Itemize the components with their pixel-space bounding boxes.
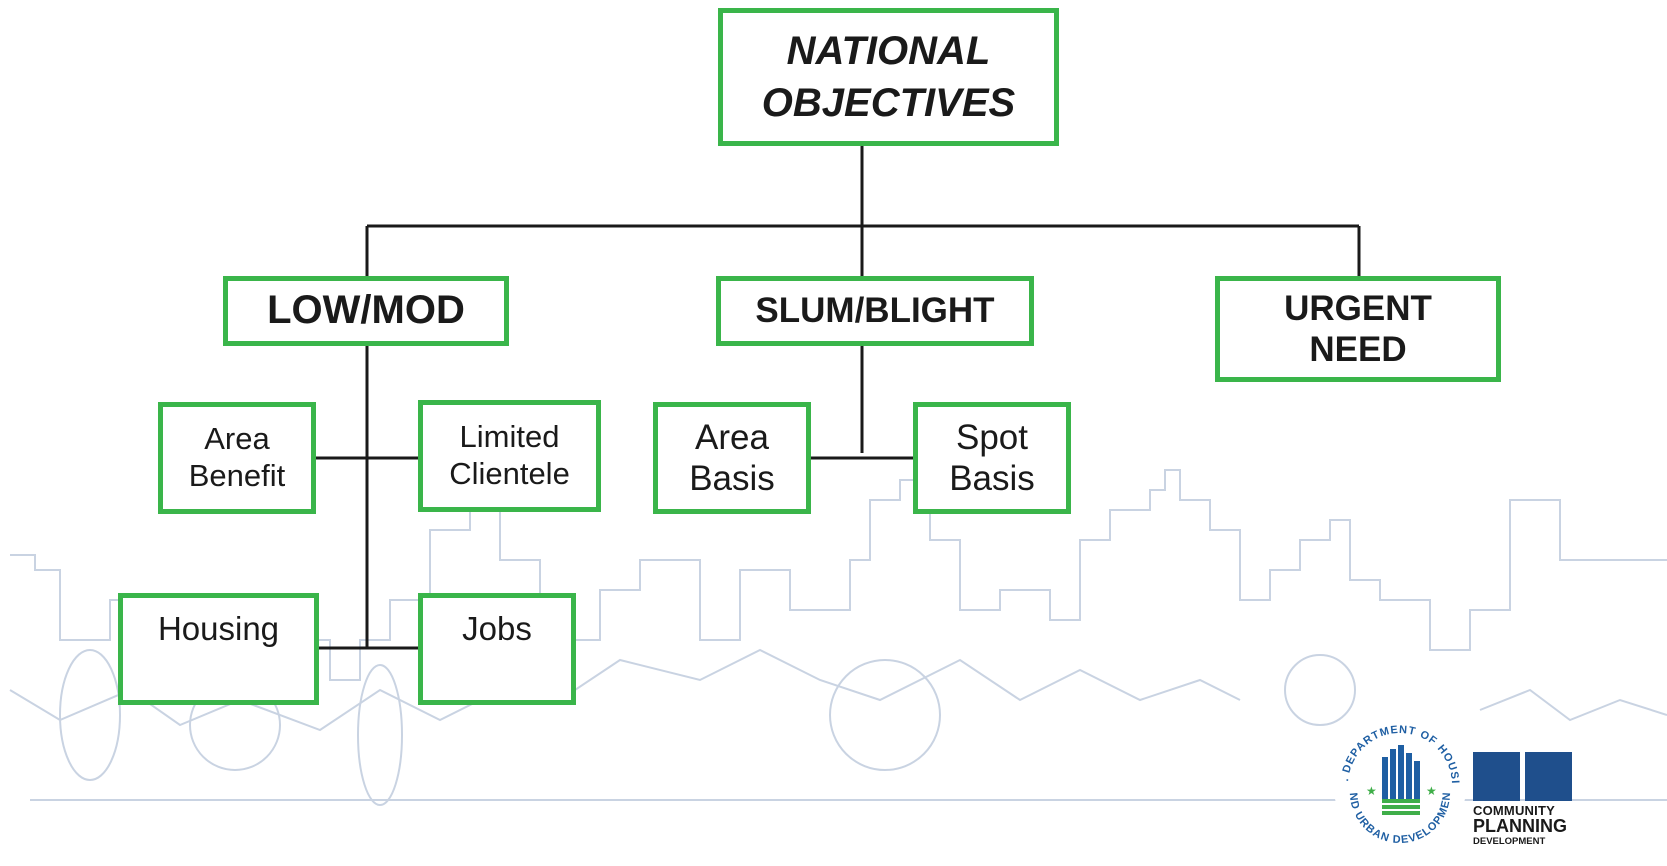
- national-objectives-line-2: OBJECTIVES: [761, 81, 1016, 125]
- hud-seal-logo: U.S. DEPARTMENT OF HOUSING AND URBAN DEV…: [1330, 715, 1467, 852]
- urgent-need-line-2: NEED: [1309, 330, 1407, 369]
- cpd-logo-squares: [1473, 752, 1583, 801]
- limited-clientele-line-2: Clientele: [449, 456, 570, 491]
- housing-box: Housing: [118, 593, 319, 705]
- cpd-logo-line-1: COMMUNITY: [1473, 803, 1555, 818]
- urgent-need-box: URGENT NEED: [1215, 276, 1501, 382]
- cpd-logo-text: COMMUNITY PLANNING DEVELOPMENT: [1473, 804, 1583, 847]
- cpd-logo-line-4: DEVELOPMENT: [1473, 836, 1546, 847]
- low-mod-label: LOW/MOD: [267, 288, 465, 333]
- national-objectives-line-1: NATIONAL: [786, 29, 991, 73]
- cpd-logo-square-left: [1473, 752, 1520, 801]
- svg-text:★: ★: [1366, 784, 1377, 798]
- area-benefit-line-2: Benefit: [188, 458, 286, 493]
- jobs-box: Jobs: [418, 593, 576, 705]
- urgent-need-line-1: URGENT: [1284, 288, 1432, 328]
- area-benefit-line-1: Area: [204, 421, 270, 457]
- cpd-logo-line-2: PLANNING: [1473, 816, 1567, 836]
- limited-clientele-box: Limited Clientele: [418, 400, 601, 512]
- area-benefit-box: Area Benefit: [158, 402, 316, 514]
- low-mod-box: LOW/MOD: [223, 276, 509, 346]
- area-basis-line-2: Basis: [689, 459, 775, 498]
- slum-blight-label: SLUM/BLIGHT: [755, 291, 995, 331]
- spot-basis-line-1: Spot: [956, 417, 1028, 457]
- housing-label: Housing: [157, 610, 280, 647]
- slum-blight-box: SLUM/BLIGHT: [716, 276, 1034, 346]
- jobs-label: Jobs: [462, 610, 532, 647]
- cpd-logo: COMMUNITY PLANNING DEVELOPMENT: [1473, 752, 1583, 847]
- svg-text:★: ★: [1426, 784, 1437, 798]
- spot-basis-line-2: Basis: [949, 459, 1035, 498]
- cpd-logo-square-right: [1525, 752, 1572, 801]
- area-basis-line-1: Area: [695, 417, 769, 457]
- limited-clientele-line-1: Limited: [459, 419, 560, 455]
- area-basis-box: Area Basis: [653, 402, 811, 514]
- spot-basis-box: Spot Basis: [913, 402, 1071, 514]
- national-objectives-box: NATIONAL OBJECTIVES: [718, 8, 1059, 146]
